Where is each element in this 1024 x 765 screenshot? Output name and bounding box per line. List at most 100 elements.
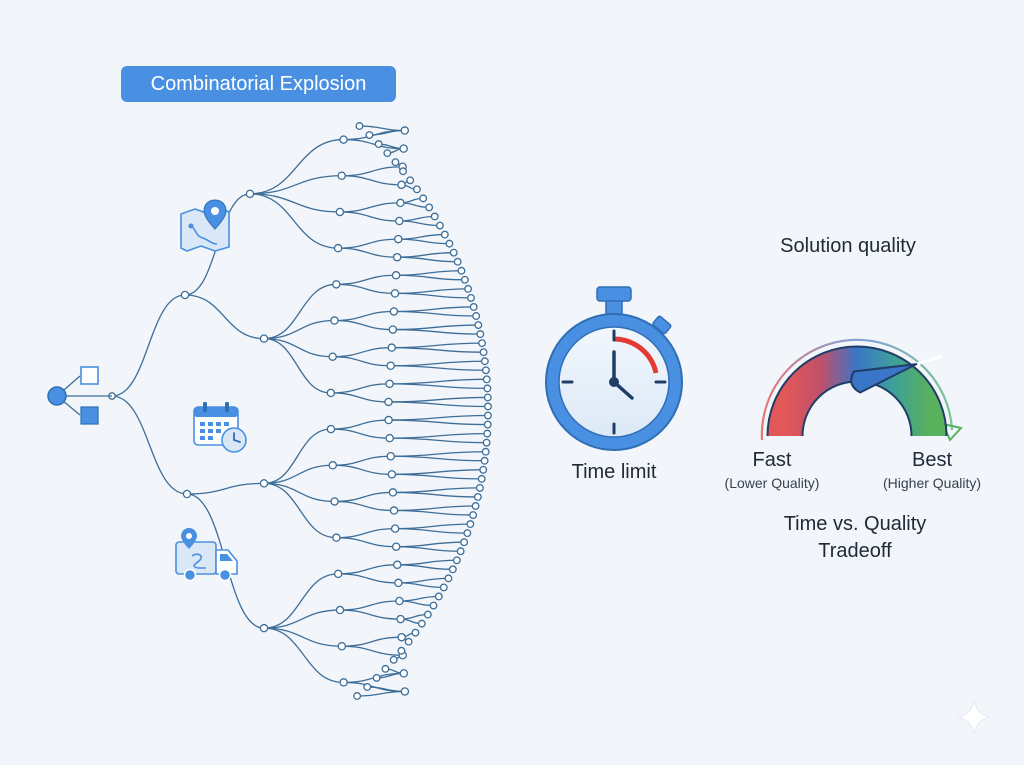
tree-node bbox=[412, 185, 421, 194]
tree-node bbox=[339, 135, 348, 144]
tree-node bbox=[472, 312, 481, 320]
tree-edge bbox=[394, 292, 471, 299]
tree-edge bbox=[395, 523, 471, 530]
tree-edge bbox=[394, 505, 476, 512]
tree-edge bbox=[336, 274, 397, 285]
tree-edge bbox=[263, 337, 333, 358]
tree-edge bbox=[398, 238, 450, 245]
calendar-clock-icon bbox=[193, 402, 247, 453]
tree-node bbox=[460, 275, 469, 284]
tree-edge bbox=[336, 283, 395, 295]
tree-node bbox=[456, 547, 465, 556]
tree-node bbox=[395, 596, 404, 606]
tree-edge bbox=[263, 464, 333, 485]
tree-edge bbox=[338, 573, 399, 584]
tree-edge bbox=[399, 595, 439, 602]
tree-edge bbox=[263, 482, 337, 539]
tree-edge bbox=[334, 491, 393, 503]
tree-edge bbox=[396, 270, 462, 276]
tree-node bbox=[328, 461, 338, 470]
tree-edge bbox=[341, 166, 403, 177]
tree-node bbox=[476, 330, 485, 339]
tree-node bbox=[444, 574, 453, 583]
tree-edge bbox=[334, 319, 393, 331]
tree-node bbox=[339, 678, 348, 687]
tree-node bbox=[337, 171, 346, 181]
tree-edge bbox=[396, 541, 465, 548]
tree-edge bbox=[334, 310, 394, 322]
tree-node bbox=[384, 415, 393, 425]
tree-edge bbox=[263, 573, 339, 629]
tree-node bbox=[474, 321, 483, 329]
tree-node bbox=[337, 641, 347, 651]
tree-node bbox=[326, 388, 336, 398]
tree-edge bbox=[394, 509, 474, 516]
tree-edge bbox=[336, 527, 396, 539]
tree-node bbox=[463, 529, 472, 538]
tree-edge bbox=[389, 432, 488, 439]
tree-node bbox=[464, 284, 473, 293]
tree-node bbox=[397, 180, 406, 190]
tree-node bbox=[391, 542, 401, 551]
tree-edge bbox=[332, 464, 392, 475]
tree-edge bbox=[249, 193, 340, 213]
tree-node bbox=[399, 144, 408, 153]
tree-edge bbox=[263, 627, 342, 647]
tree-edge bbox=[367, 686, 405, 693]
tree-node bbox=[483, 420, 492, 429]
tree-node bbox=[390, 289, 400, 298]
tree-edge bbox=[336, 537, 397, 548]
tree-node bbox=[423, 610, 432, 619]
tree-node bbox=[430, 212, 439, 221]
tree-node bbox=[385, 433, 394, 443]
tree-edge bbox=[390, 360, 485, 367]
tree-edge bbox=[263, 337, 331, 394]
tree-node bbox=[388, 325, 398, 334]
tree-node bbox=[460, 538, 469, 547]
tree-node bbox=[182, 489, 192, 499]
tree-edge bbox=[398, 577, 449, 584]
tree-node bbox=[335, 207, 345, 217]
tree-edge bbox=[330, 383, 390, 394]
tree-edge bbox=[341, 175, 402, 186]
tree-edge bbox=[341, 636, 402, 647]
tree-edge bbox=[332, 455, 391, 466]
tree-node bbox=[397, 646, 406, 655]
tree-node bbox=[429, 601, 438, 610]
tree-edge bbox=[389, 383, 488, 390]
tree-node bbox=[400, 687, 410, 696]
tree-node bbox=[434, 592, 443, 601]
tree-node bbox=[411, 628, 420, 637]
tree-edge bbox=[389, 378, 487, 385]
tree-node bbox=[328, 352, 337, 361]
root-node-icon bbox=[47, 366, 112, 425]
map-pin-icon bbox=[180, 199, 230, 252]
tree-node bbox=[353, 692, 362, 700]
tree-node bbox=[480, 456, 489, 465]
tree-edge bbox=[390, 455, 485, 462]
tree-node bbox=[484, 402, 492, 411]
tree-node bbox=[386, 451, 396, 461]
tree-edge bbox=[338, 247, 398, 258]
tree-edge bbox=[338, 238, 399, 249]
tree-node bbox=[332, 280, 341, 289]
tree-edge bbox=[397, 252, 454, 258]
tree-node bbox=[453, 257, 462, 266]
tree-node bbox=[381, 664, 390, 673]
tree-node bbox=[439, 583, 448, 592]
tree-edge bbox=[390, 451, 486, 457]
tree-node bbox=[425, 203, 434, 212]
tree-node bbox=[478, 339, 486, 348]
tree-node bbox=[466, 520, 475, 529]
tree-edge bbox=[388, 414, 488, 421]
tree-node bbox=[389, 506, 399, 515]
tree-edge bbox=[249, 193, 339, 249]
tree-node bbox=[479, 348, 488, 357]
tree-edge bbox=[390, 365, 486, 371]
tradeoff-caption-line2: Tradeoff bbox=[818, 540, 892, 562]
tree-node bbox=[391, 158, 400, 167]
tree-node bbox=[390, 524, 400, 533]
tree-edge bbox=[330, 419, 389, 430]
tree-node bbox=[395, 216, 404, 226]
